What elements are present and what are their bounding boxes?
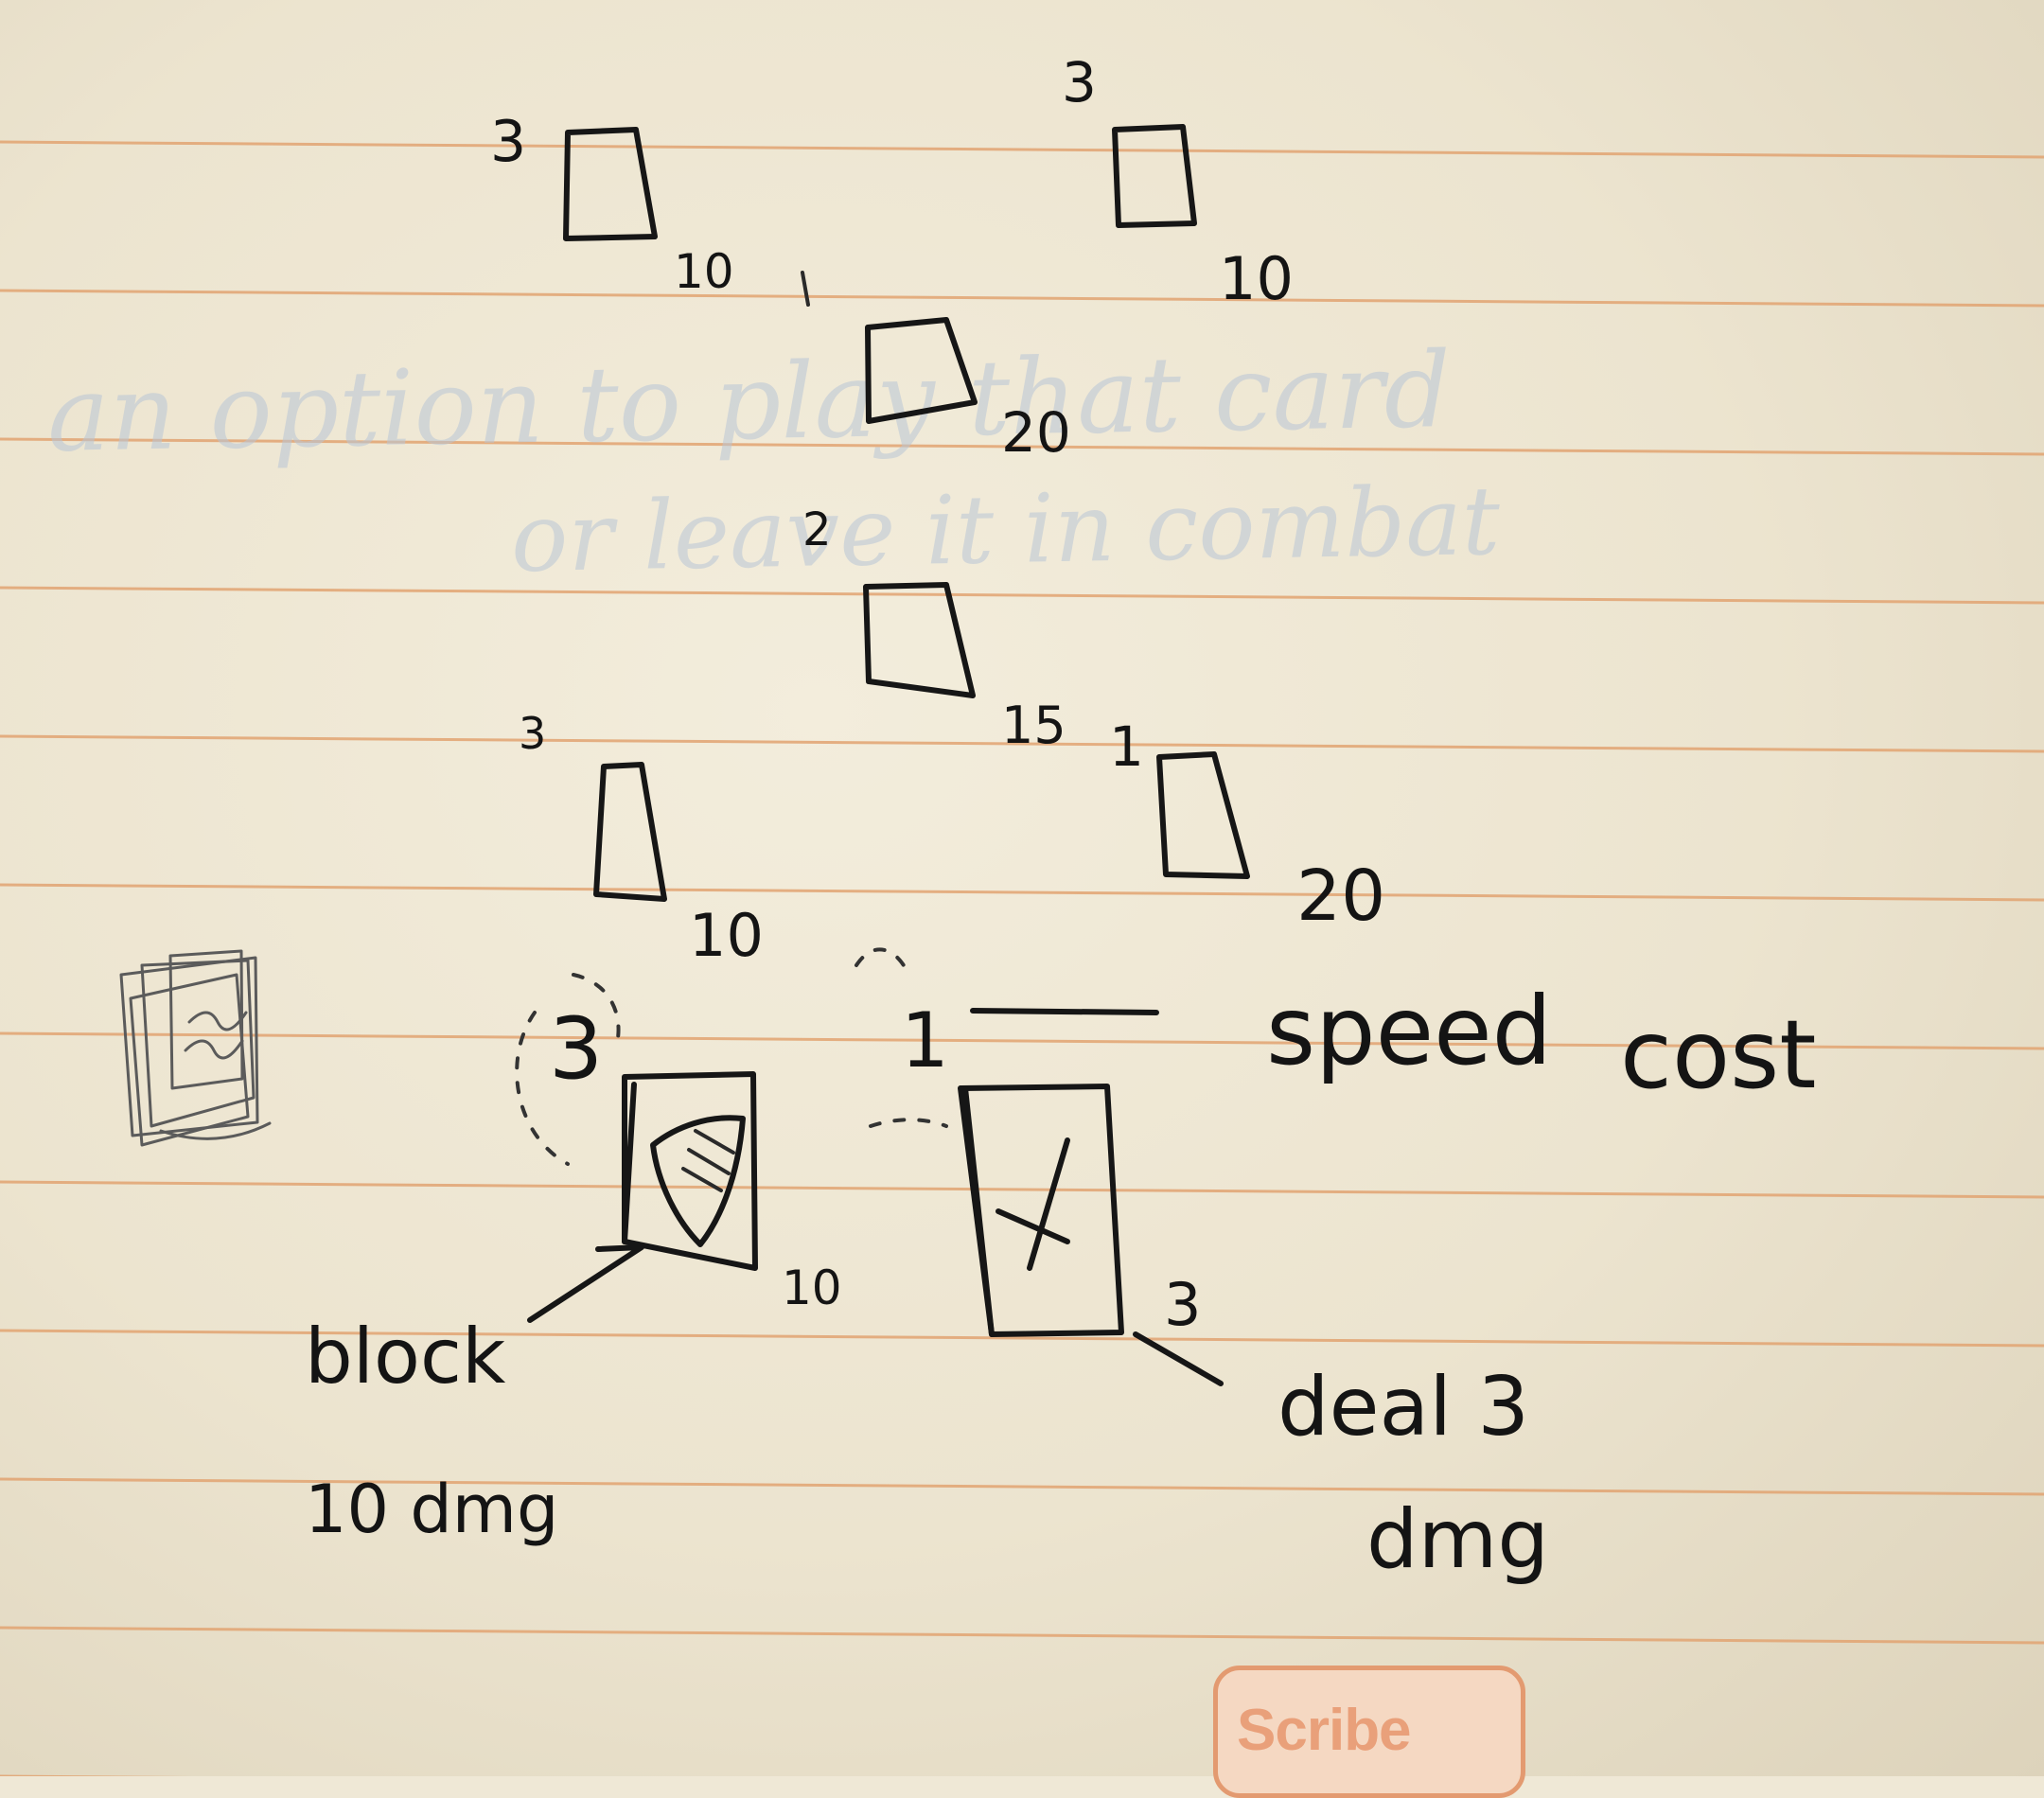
node-3-speed: 20 (1001, 400, 1071, 465)
card-node-1 (563, 127, 658, 241)
card-node-6 (1156, 751, 1250, 879)
card-node-4 (863, 582, 976, 698)
ruled-line (0, 1477, 2044, 1496)
node-1-speed: 10 (674, 244, 734, 299)
node-5-speed: 10 (689, 901, 764, 970)
notebook-logo: Scribe (1213, 1666, 1525, 1798)
ruled-line (0, 1329, 2044, 1348)
node-1-cost: 3 (490, 109, 527, 175)
speed-line (970, 1008, 1159, 1015)
deck-icon (119, 949, 272, 1147)
attack-note-line-2: dmg (1366, 1492, 1549, 1587)
card-node-2 (1112, 124, 1197, 228)
block-pointer (527, 1244, 644, 1323)
node-4-cost: 2 (802, 503, 832, 556)
cost-legend: cost (1620, 999, 1817, 1110)
ruled-line (0, 1031, 2044, 1050)
ruled-line (0, 140, 2044, 159)
speed-legend: speed (1266, 976, 1553, 1086)
block-card (515, 973, 758, 1271)
logo-text: Scribe (1237, 1698, 1412, 1763)
node-6-cost: 1 (1109, 714, 1144, 779)
node-6-speed: 20 (1296, 855, 1386, 937)
block-card-cost: 3 (549, 999, 604, 1099)
node-2-speed: 10 (1219, 244, 1294, 313)
block-note-line-1: block (305, 1313, 506, 1401)
node-4-speed: 15 (1001, 696, 1066, 755)
block-card-speed: 10 (782, 1260, 842, 1315)
attack-note-line-1: deal 3 (1278, 1360, 1530, 1454)
attack-card-speed: 3 (1164, 1270, 1202, 1339)
attack-card (855, 947, 1124, 1337)
ruled-line (0, 1626, 2044, 1645)
shield-icon (650, 1115, 746, 1247)
ruled-line (0, 1180, 2044, 1199)
ruled-line (0, 734, 2044, 753)
ruled-line (0, 883, 2044, 902)
node-5-cost: 3 (519, 708, 547, 759)
attack-card-cost: 1 (901, 996, 949, 1084)
sword-icon (996, 1137, 1070, 1271)
ruled-line (0, 586, 2044, 605)
node-2-cost: 3 (1062, 50, 1097, 115)
card-node-5 (593, 762, 667, 902)
tree-mark (801, 271, 810, 307)
ruled-line (0, 437, 2044, 456)
block-note-line-2: 10 dmg (305, 1471, 559, 1548)
card-node-3 (865, 317, 978, 424)
attack-pointer (1133, 1331, 1224, 1386)
ruled-line (0, 289, 2044, 308)
